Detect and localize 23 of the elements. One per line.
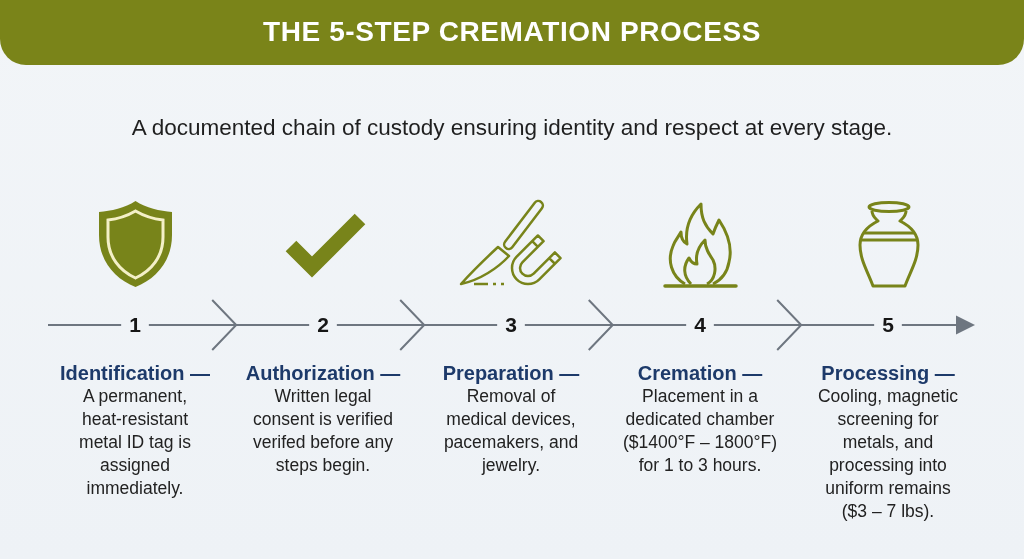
step-number: 3 (497, 312, 525, 338)
step-number: 4 (686, 312, 714, 338)
subtitle: A documented chain of custody ensuring identity and respect at every stage. (131, 115, 893, 141)
timeline-arrow (335, 299, 499, 351)
title: THE 5-STEP CREMATION PROCESS (262, 17, 762, 47)
step-description: Removal of medical devices, pacemakers, and jewelry. (442, 385, 580, 477)
step-title: Cremation — (637, 361, 763, 385)
step-number: 1 (121, 312, 149, 338)
step-title: Identification — (60, 361, 210, 385)
step-title: Preparation — (442, 361, 580, 385)
step-description: A permanent, heat-resistant metal ID tag is assigned immediately. (78, 385, 192, 500)
step-description: Placement in a dedicated chamber ($1400°F – 1800°F) for 1 to 3 hours. (621, 385, 779, 477)
step-title: Processing — (821, 361, 955, 385)
step-description: Cooling, magnetic screening for metals, and processing into uniform remains ($3 – 7 lbs). (816, 385, 960, 523)
timeline-arrow (147, 299, 311, 351)
step-number: 2 (309, 312, 337, 338)
timeline-arrow (712, 299, 876, 351)
step-number: 5 (874, 312, 902, 338)
step-description: Written legal consent is verified verifed before any steps begin. (251, 385, 395, 477)
timeline-arrow (900, 315, 975, 335)
timeline-arrow (523, 299, 688, 351)
timeline-line (47, 324, 123, 326)
step-title: Authorization — (245, 361, 401, 385)
